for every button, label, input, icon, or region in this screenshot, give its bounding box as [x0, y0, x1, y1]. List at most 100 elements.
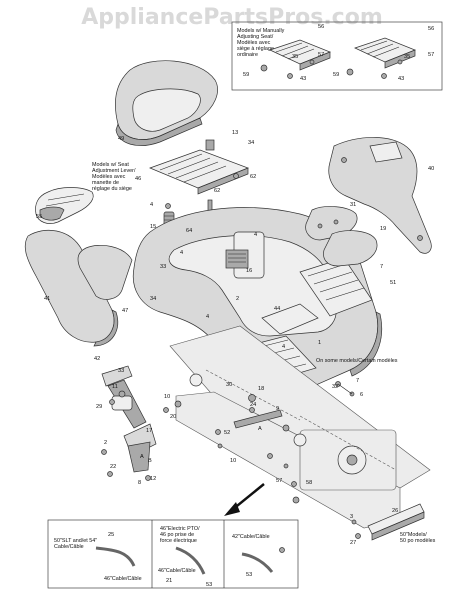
- part-callout-number: A: [140, 454, 144, 460]
- part-callout-number: 51: [390, 280, 396, 286]
- part-callout-number: 32: [332, 384, 338, 390]
- part-callout-number: 33: [160, 264, 166, 270]
- cable-42: [241, 552, 274, 573]
- right-fender-panel: [328, 137, 432, 254]
- cable-46-electric: [175, 546, 206, 575]
- part-callout-number: 35: [404, 54, 410, 60]
- part-callout-number: 59: [333, 72, 339, 78]
- part-callout-number: 49: [118, 136, 124, 142]
- part-callout-number: 56: [428, 26, 434, 32]
- cable-50: [95, 546, 136, 567]
- nut-icon: [381, 73, 387, 79]
- part-callout-number: 20: [170, 414, 176, 420]
- part-callout-number: 15: [150, 224, 156, 230]
- part-callout-number: 43: [300, 76, 306, 82]
- part-callout-number: 19: [380, 226, 386, 232]
- part-callout-number: 53: [206, 582, 212, 588]
- part-callout-number: 17: [146, 428, 152, 434]
- part-callout-number: 3: [350, 514, 353, 520]
- part-callout-number: 6: [360, 392, 363, 398]
- nut-icon: [287, 73, 293, 79]
- part-callout-number: 2: [104, 440, 107, 446]
- part-callout-number: 16: [246, 268, 252, 274]
- bolt-icon: [260, 64, 268, 72]
- part-callout-number: 46: [135, 176, 141, 182]
- bolt-icon: [346, 68, 354, 76]
- bolt-icon: [233, 173, 239, 179]
- detail-arrow: [224, 483, 265, 516]
- left-footrest-pad: [77, 245, 133, 300]
- part-callout-number: 56: [318, 24, 324, 30]
- cable-46-electric-note: 46"Electric PTO/ 46 po prise de force él…: [160, 526, 201, 544]
- rear-dash-plate: [261, 303, 319, 335]
- washer-icon: [309, 59, 315, 65]
- part-callout-number: 52: [224, 430, 230, 436]
- rear-bracket-50: 50"Models/ 50 po modèles: [351, 503, 436, 544]
- part-callout-number: 10: [164, 394, 170, 400]
- small-pad-55: [39, 206, 65, 221]
- part-callout-number: 42: [94, 356, 100, 362]
- part-callout-number: 4: [206, 314, 209, 320]
- cable-50-note: 50"SLT and/et 54" Cable/Câble: [54, 538, 99, 550]
- part-callout-number: 57: [428, 52, 434, 58]
- part-callout-number: 12: [150, 476, 156, 482]
- part-callout-number: 7: [356, 378, 359, 384]
- part-callout-number: 9: [276, 406, 279, 412]
- part-callout-number: 4: [150, 202, 153, 208]
- part-callout-number: 13: [232, 130, 238, 136]
- part-callout-number: 22: [110, 464, 116, 470]
- part-callout-number: 29: [96, 404, 102, 410]
- part-callout-number: 57: [318, 52, 324, 58]
- part-callout-number: 4: [254, 232, 257, 238]
- seat: [114, 60, 218, 146]
- left-fender: [24, 229, 118, 347]
- models-50-note: 50"Models/ 50 po modèles: [400, 532, 436, 544]
- part-callout-number: 1: [318, 340, 321, 346]
- cable-46-note-a: 46"Cable/Câble: [104, 576, 142, 582]
- lift-handle-assembly: [101, 365, 182, 481]
- manual-seat-note: Models w/ Manually Adjusting Seat/ Modèl…: [237, 28, 286, 58]
- seat-pan-bracket: [149, 139, 249, 195]
- cable-42-note: 42"Cable/Câble: [232, 534, 270, 540]
- lift-lever-bracket: [225, 249, 249, 269]
- part-callout-number: 47: [122, 308, 128, 314]
- part-callout-number: 10: [230, 458, 236, 464]
- part-callout-number: 8: [138, 480, 141, 486]
- seat-rail-bracket-side: [384, 49, 416, 69]
- part-callout-number: 58: [306, 480, 312, 486]
- part-callout-number: 35: [292, 54, 298, 60]
- manual-seat-inset: Models w/ Manually Adjusting Seat/ Modèl…: [231, 21, 443, 91]
- spring-icon: [205, 139, 215, 151]
- part-callout-number: 11: [112, 384, 118, 390]
- part-callout-number: A: [258, 426, 262, 432]
- part-callout-number: 57: [276, 478, 282, 484]
- part-callout-number: 64: [186, 228, 192, 234]
- cable-inset-frame: [47, 519, 299, 589]
- part-callout-number: 27: [350, 540, 356, 546]
- part-callout-number: 24: [250, 402, 256, 408]
- tractor-frame: [169, 325, 431, 529]
- part-callout-number: 59: [243, 72, 249, 78]
- part-callout-number: 44: [274, 306, 280, 312]
- part-callout-number: 25: [108, 532, 114, 538]
- part-callout-number: 4: [180, 250, 183, 256]
- part-callout-number: 21: [166, 578, 172, 584]
- part-callout-number: 41: [44, 296, 50, 302]
- part-callout-number: 4: [282, 344, 285, 350]
- seat-rail-bracket-side: [299, 51, 331, 71]
- seat-lever-note: Models w/ Seat Adjustment Lever/ Modèles…: [92, 162, 137, 192]
- part-callout-number: 34: [150, 296, 156, 302]
- part-callout-number: 53: [246, 572, 252, 578]
- part-callout-number: 31: [350, 202, 356, 208]
- part-callout-number: B: [148, 458, 152, 464]
- some-models-note: On some models/Certain modèles: [316, 358, 398, 364]
- part-callout-number: 62: [214, 188, 220, 194]
- part-callout-number: 62: [250, 174, 256, 180]
- part-callout-number: 26: [392, 508, 398, 514]
- washer-icon: [397, 59, 403, 65]
- pto-linkage: [215, 394, 300, 504]
- cable-inset: 50"SLT and/et 54" Cable/Câble 46"Cable/C…: [47, 519, 299, 589]
- part-callout-number: 30: [226, 382, 232, 388]
